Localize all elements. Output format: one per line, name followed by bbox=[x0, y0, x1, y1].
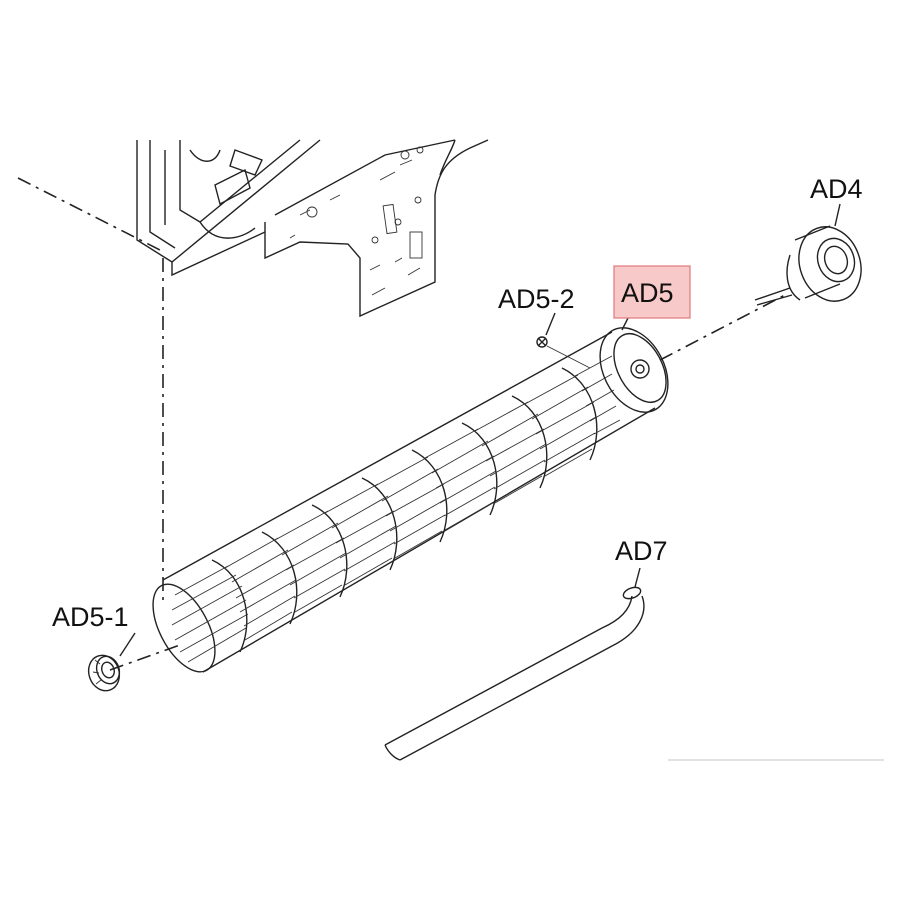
callout-ad5-2: AD5-2 bbox=[498, 284, 575, 314]
bearing bbox=[87, 654, 121, 692]
drain-hose bbox=[384, 567, 645, 761]
callout-ad5-highlight bbox=[613, 265, 691, 319]
callout-ad5-1: AD5-1 bbox=[52, 602, 129, 632]
crossflow-fan bbox=[152, 327, 669, 673]
leader-lines bbox=[119, 312, 629, 657]
fan-motor bbox=[754, 203, 862, 306]
callout-ad5[interactable]: AD5 bbox=[621, 278, 674, 308]
callout-ad4: AD4 bbox=[810, 174, 863, 204]
chassis-frame bbox=[136, 139, 489, 318]
callout-ad7: AD7 bbox=[615, 536, 668, 566]
assembly-guide-lines bbox=[17, 177, 786, 671]
set-screw bbox=[536, 336, 591, 369]
